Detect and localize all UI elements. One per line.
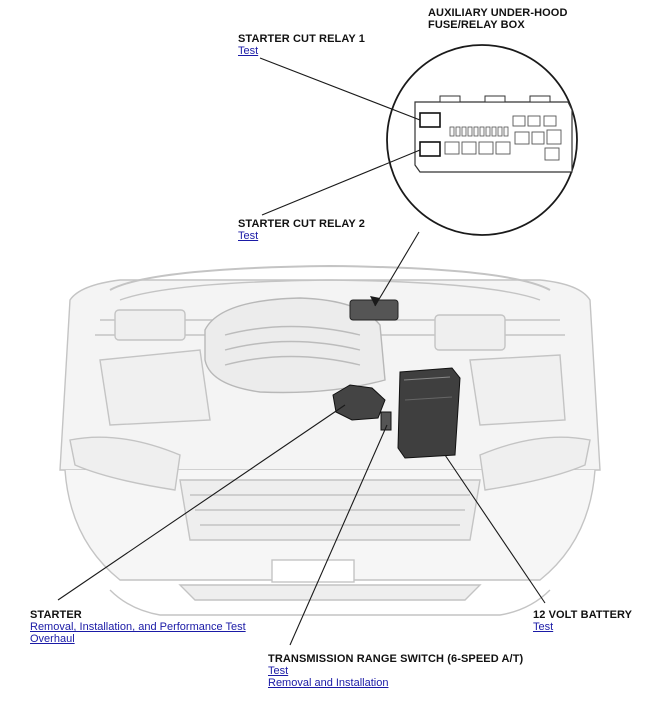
starter-cut-relay-1-test-link[interactable]: Test [238, 45, 259, 57]
battery-location [397, 367, 461, 459]
starter-removal-installation-link[interactable]: Removal, Installation, and Performance T… [30, 621, 246, 633]
transmission-range-switch-removal-link[interactable]: Removal and Installation [268, 677, 389, 689]
starter-title: STARTER [30, 609, 82, 621]
battery-title: 12 VOLT BATTERY [533, 609, 633, 621]
transmission-range-switch-test-link[interactable]: Test [268, 665, 289, 677]
starter-cut-relay-2-test-link[interactable]: Test [238, 230, 259, 242]
starter-cut-relay-1-title: STARTER CUT RELAY 1 [238, 33, 365, 45]
transmission-switch-location [380, 411, 392, 431]
starter-cut-relay-1-label: STARTER CUT RELAY 1 Test [238, 33, 365, 57]
starter-label: STARTER Removal, Installation, and Perfo… [30, 609, 246, 645]
starter-overhaul-link[interactable]: Overhaul [30, 633, 75, 645]
transmission-range-switch-label: TRANSMISSION RANGE SWITCH (6-SPEED A/T) … [268, 653, 523, 689]
aux-fuse-box-title-line1: AUXILIARY UNDER-HOOD [428, 7, 568, 19]
battery-label: 12 VOLT BATTERY Test [533, 609, 632, 633]
leader-lines [57, 57, 546, 646]
transmission-range-switch-title: TRANSMISSION RANGE SWITCH (6-SPEED A/T) [268, 653, 524, 665]
starter-cut-relay-1-detail [419, 112, 441, 128]
fuse-box-arrowhead [370, 296, 380, 306]
starter-cut-relay-2-label: STARTER CUT RELAY 2 Test [238, 218, 365, 242]
starter-location [332, 384, 386, 421]
starter-cut-relay-2-detail [419, 141, 441, 157]
aux-fuse-box-title-line2: FUSE/RELAY BOX [428, 19, 525, 31]
aux-fuse-box-label: AUXILIARY UNDER-HOOD FUSE/RELAY BOX [428, 7, 568, 31]
aux-fuse-relay-box-detail [414, 95, 573, 173]
battery-test-link[interactable]: Test [533, 621, 554, 633]
vehicle-front-drawing [59, 264, 601, 616]
starter-cut-relay-2-title: STARTER CUT RELAY 2 [238, 218, 365, 230]
